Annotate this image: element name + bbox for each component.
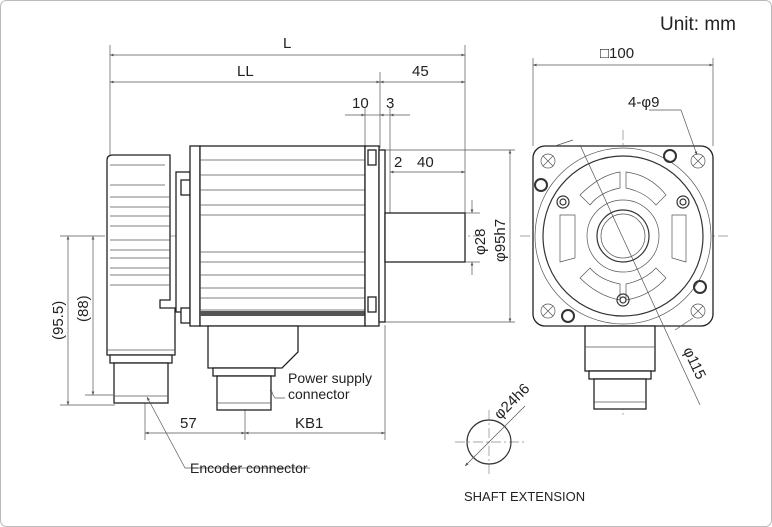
shaft-extension-label: SHAFT EXTENSION: [464, 489, 585, 504]
dim-phi24h6: φ24h6: [491, 380, 534, 423]
mounting-holes: [540, 153, 706, 319]
shaft-extension-view: [464, 405, 526, 467]
dim-LL: LL: [237, 63, 254, 80]
power-connector: [216, 375, 272, 411]
encoder-leader: [146, 396, 186, 469]
dim-95-5: (95.5): [50, 301, 67, 340]
unit-label: Unit: mm: [660, 14, 736, 35]
dim-holes: 4-φ9: [628, 94, 659, 111]
encoder-housing: [106, 154, 176, 356]
power-supply-label-2: connector: [288, 386, 350, 402]
front-flange: [378, 149, 386, 323]
motor-side-view: [106, 145, 466, 411]
dim-57: 57: [180, 415, 197, 432]
dim-L: L: [283, 35, 291, 52]
dim-10: 10: [352, 95, 369, 112]
encoder-connector-label: Encoder connector: [190, 460, 308, 476]
phi115-leader: [579, 144, 701, 406]
dim-square-100: □100: [600, 45, 634, 62]
dim-phi115: φ115: [679, 345, 709, 383]
power-connector-box: [207, 325, 299, 369]
dim-phi28: φ28: [472, 229, 489, 255]
power-supply-label-1: Power supply: [288, 370, 372, 386]
dimension-lines: [66, 53, 713, 435]
dim-3: 3: [386, 95, 394, 112]
motor-body: [199, 145, 366, 327]
dim-88: (88): [75, 295, 92, 322]
shaft: [384, 212, 466, 263]
dim-2: 2: [394, 154, 402, 171]
power-leader: [269, 389, 285, 399]
motor-front-view: [532, 109, 714, 410]
dim-40: 40: [417, 154, 434, 171]
dim-45: 45: [412, 63, 429, 80]
encoder-connector: [113, 362, 169, 404]
dim-phi95h7: φ95h7: [492, 219, 509, 262]
dim-KB1: KB1: [295, 415, 323, 432]
